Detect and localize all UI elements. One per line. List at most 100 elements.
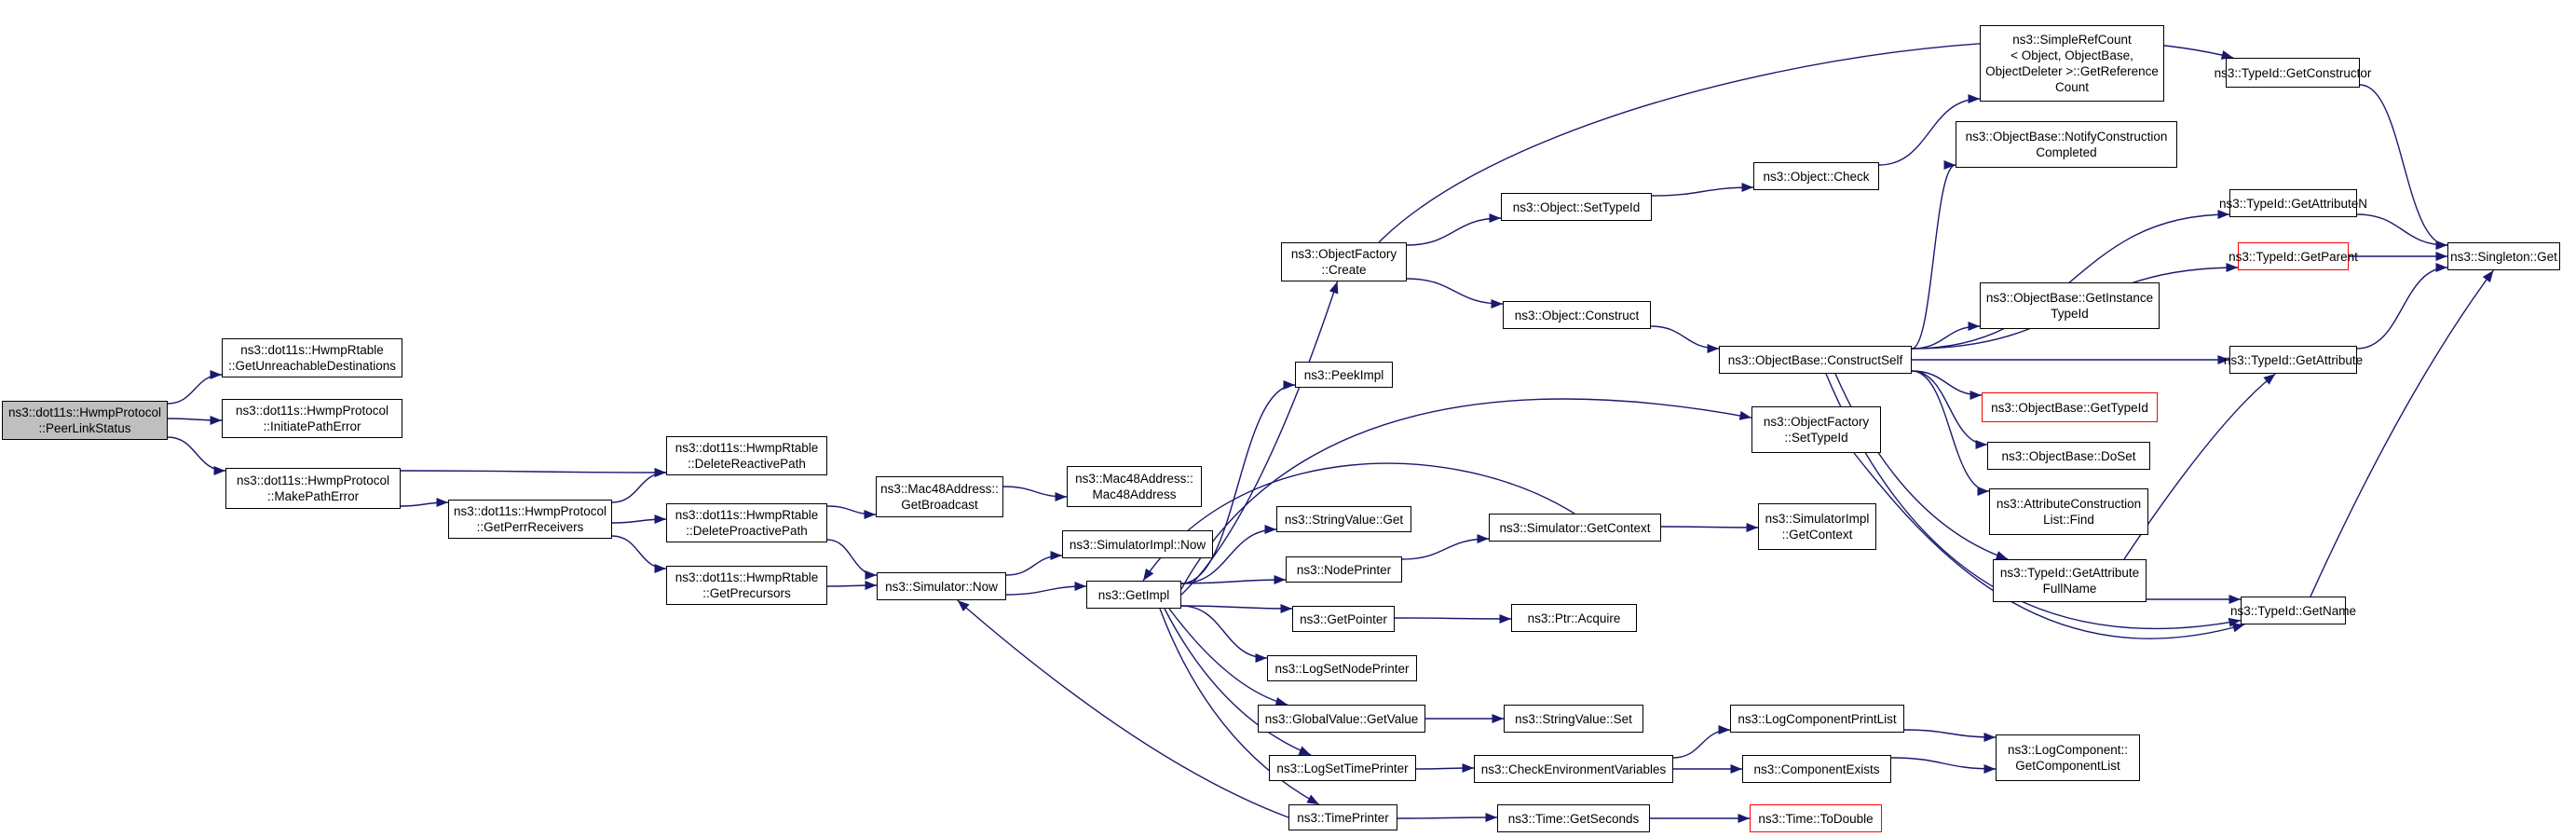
node-mac48address[interactable]: ns3::Mac48Address:: Mac48Address — [1067, 466, 1202, 507]
edge-nodeprinter-to-simgetcontext — [1401, 533, 1490, 560]
edge-getimpl-to-logsetnodeprinter — [1180, 605, 1268, 664]
node-typeidgetattributen[interactable]: ns3::TypeId::GetAttributeN — [2219, 189, 2367, 217]
edge-getimpl-to-peekimpl — [1180, 380, 1296, 584]
node-makepatherror[interactable]: ns3::dot11s::HwmpProtocol ::MakePathErro… — [225, 468, 401, 509]
node-timeprinter[interactable]: ns3::TimePrinter — [1288, 804, 1397, 830]
edge-makepatherror-to-getperrreceivers — [400, 497, 449, 508]
edge-typeidgetname-to-singletonget — [2310, 269, 2494, 597]
node-typeidgetparent[interactable]: ns3::TypeId::GetParent — [2228, 242, 2358, 270]
edge-timeprinter-to-timegetseconds — [1397, 812, 1498, 823]
edge-getimpl-to-globalvalueget — [1168, 608, 1288, 707]
edge-typeidgetattribute-to-singletonget — [2356, 262, 2448, 350]
node-ptracquire[interactable]: ns3::Ptr::Acquire — [1511, 604, 1637, 632]
edge-deleteproactive-to-simulatornow — [826, 539, 878, 581]
node-getperrreceivers[interactable]: ns3::dot11s::HwmpProtocol ::GetPerrRecei… — [448, 500, 612, 539]
node-timetodouble[interactable]: ns3::Time::ToDouble — [1750, 804, 1882, 832]
node-logsettimeprinter[interactable]: ns3::LogSetTimePrinter — [1269, 755, 1416, 781]
node-objsettypeid[interactable]: ns3::Object::SetTypeId — [1501, 193, 1652, 221]
edge-objfactorycreate-to-objsettypeid — [1406, 213, 1502, 246]
node-getunreachable[interactable]: ns3::dot11s::HwmpRtable ::GetUnreachable… — [222, 338, 402, 377]
edge-peerlinkstatus-to-getunreachable — [167, 369, 223, 405]
node-obgettypeid[interactable]: ns3::ObjectBase::GetTypeId — [1982, 392, 2158, 422]
edge-getperrreceivers-to-deleteproactive — [611, 514, 667, 525]
node-getprecursors[interactable]: ns3::dot11s::HwmpRtable ::GetPrecursors — [666, 566, 827, 605]
node-objcheck[interactable]: ns3::Object::Check — [1753, 162, 1879, 190]
node-singletonget[interactable]: ns3::Singleton::Get — [2447, 242, 2560, 270]
edge-getprecursors-to-simulatornow — [826, 580, 878, 591]
edge-objfactorycreate-to-objconstruct — [1406, 278, 1504, 309]
node-notifyconstruction[interactable]: ns3::ObjectBase::NotifyConstruction Comp… — [1956, 121, 2177, 168]
node-nodeprinter[interactable]: ns3::NodePrinter — [1286, 556, 1402, 583]
edge-constructself-to-obgettypeid — [1911, 370, 1983, 401]
node-dosset[interactable]: ns3::ObjectBase::DoSet — [1987, 442, 2150, 470]
node-constructself[interactable]: ns3::ObjectBase::ConstructSelf — [1719, 346, 1912, 374]
node-objfactorycreate[interactable]: ns3::ObjectFactory ::Create — [1281, 242, 1407, 281]
edge-objconstruct-to-constructself — [1650, 325, 1720, 354]
edge-deleteproactive-to-getbroadcast — [826, 505, 877, 520]
edge-logsettimeprinter-to-checkenvvars — [1415, 762, 1475, 774]
edge-getimpl-to-timeprinter — [1159, 608, 1320, 805]
node-objconstruct[interactable]: ns3::Object::Construct — [1503, 301, 1651, 329]
edge-simulatornow-to-getimpl — [1005, 581, 1087, 596]
edge-logcompprintlist-to-getcomponentlist — [1903, 729, 1997, 743]
node-logcompprintlist[interactable]: ns3::LogComponentPrintList — [1730, 705, 1904, 733]
edge-makepatherror-to-deletereactive — [400, 467, 667, 478]
edge-simgetcontext-to-getimpl — [1142, 462, 1575, 582]
edge-getperrreceivers-to-deletereactive — [611, 467, 667, 503]
node-stringvalueset[interactable]: ns3::StringValue::Set — [1504, 705, 1643, 733]
node-stringvalueget[interactable]: ns3::StringValue::Get — [1276, 506, 1411, 532]
node-getbroadcast[interactable]: ns3::Mac48Address:: GetBroadcast — [876, 476, 1003, 517]
node-getimpl[interactable]: ns3::GetImpl — [1086, 581, 1181, 609]
node-initiatepatherror[interactable]: ns3::dot11s::HwmpProtocol ::InitiatePath… — [222, 399, 402, 438]
node-typeidgetname[interactable]: ns3::TypeId::GetName — [2230, 597, 2356, 624]
edge-simgetcontext-to-simimplgetcontext — [1660, 522, 1759, 533]
node-globalvalueget[interactable]: ns3::GlobalValue::GetValue — [1258, 705, 1425, 733]
node-ofsettypeid[interactable]: ns3::ObjectFactory ::SetTypeId — [1751, 406, 1881, 453]
node-simimplgetcontext[interactable]: ns3::SimulatorImpl ::GetContext — [1758, 503, 1876, 550]
node-logsetnodeprinter[interactable]: ns3::LogSetNodePrinter — [1267, 655, 1417, 681]
node-simgetcontext[interactable]: ns3::Simulator::GetContext — [1489, 514, 1661, 542]
edge-getimpl-to-nodeprinter — [1180, 574, 1287, 585]
edge-getperrreceivers-to-getprecursors — [611, 535, 667, 574]
node-peerlinkstatus[interactable]: ns3::dot11s::HwmpProtocol ::PeerLinkStat… — [2, 401, 168, 440]
edge-constructself-to-typeidgetattributen — [1911, 209, 2230, 350]
node-getinstancetypeid[interactable]: ns3::ObjectBase::GetInstance TypeId — [1980, 282, 2160, 329]
edge-ofsettypeid-to-typeidgetname — [1853, 452, 2245, 639]
node-deleteproactive[interactable]: ns3::dot11s::HwmpRtable ::DeleteProactiv… — [666, 503, 827, 542]
edge-peerlinkstatus-to-initiatepatherror — [167, 415, 223, 426]
edge-getbroadcast-to-mac48address — [1002, 486, 1068, 502]
node-componentexists[interactable]: ns3::ComponentExists — [1742, 755, 1891, 783]
node-timegetseconds[interactable]: ns3::Time::GetSeconds — [1497, 804, 1650, 832]
node-getpointer[interactable]: ns3::GetPointer — [1292, 606, 1395, 632]
edge-getimpl-to-stringvalueget — [1180, 524, 1277, 584]
node-peekimpl[interactable]: ns3::PeekImpl — [1295, 362, 1393, 388]
node-typeidgetattribute[interactable]: ns3::TypeId::GetAttribute — [2224, 346, 2363, 374]
edge-checkenvvars-to-logcompprintlist — [1672, 724, 1731, 759]
edge-getimpl-to-logsettimeprinter — [1164, 608, 1312, 756]
edge-constructself-to-attrconstfind — [1911, 370, 1990, 497]
edge-getpointer-to-ptracquire — [1394, 613, 1512, 624]
edge-getimpl-to-objfactorycreate — [1180, 281, 1339, 596]
edge-getimpl-to-ofsettypeid — [1180, 398, 1752, 590]
node-simplerefcount[interactable]: ns3::SimpleRefCount < Object, ObjectBase… — [1980, 25, 2164, 102]
node-attrconstfind[interactable]: ns3::AttributeConstruction List::Find — [1989, 488, 2148, 535]
edge-constructself-to-notifyconstruction — [1911, 160, 1956, 350]
node-simimplnow[interactable]: ns3::SimulatorImpl::Now — [1062, 530, 1213, 558]
edge-constructself-to-getinstancetypeid — [1911, 321, 1981, 350]
node-simulatornow[interactable]: ns3::Simulator::Now — [877, 572, 1006, 600]
edge-timeprinter-to-simulatornow — [957, 599, 1289, 818]
edge-peerlinkstatus-to-makepatherror — [167, 436, 226, 476]
node-checkenvvars[interactable]: ns3::CheckEnvironmentVariables — [1474, 755, 1673, 783]
edge-constructself-to-dosset — [1911, 370, 1988, 450]
edge-typeidgetattributen-to-singletonget — [2356, 213, 2448, 251]
edge-objsettypeid-to-objcheck — [1651, 182, 1754, 197]
edge-objcheck-to-simplerefcount — [1878, 93, 1981, 166]
edge-componentexists-to-getcomponentlist — [1890, 757, 1997, 775]
node-typeidgetconstructor[interactable]: ns3::TypeId::GetConstructor — [2215, 58, 2371, 88]
edge-getimpl-to-getpointer — [1180, 603, 1293, 614]
node-deletereactive[interactable]: ns3::dot11s::HwmpRtable ::DeleteReactive… — [666, 436, 827, 475]
node-getattrfullname[interactable]: ns3::TypeId::GetAttribute FullName — [1993, 559, 2147, 602]
edge-typeidgetconstructor-to-singletonget — [2359, 84, 2448, 250]
node-getcomponentlist[interactable]: ns3::LogComponent:: GetComponentList — [1996, 734, 2140, 781]
